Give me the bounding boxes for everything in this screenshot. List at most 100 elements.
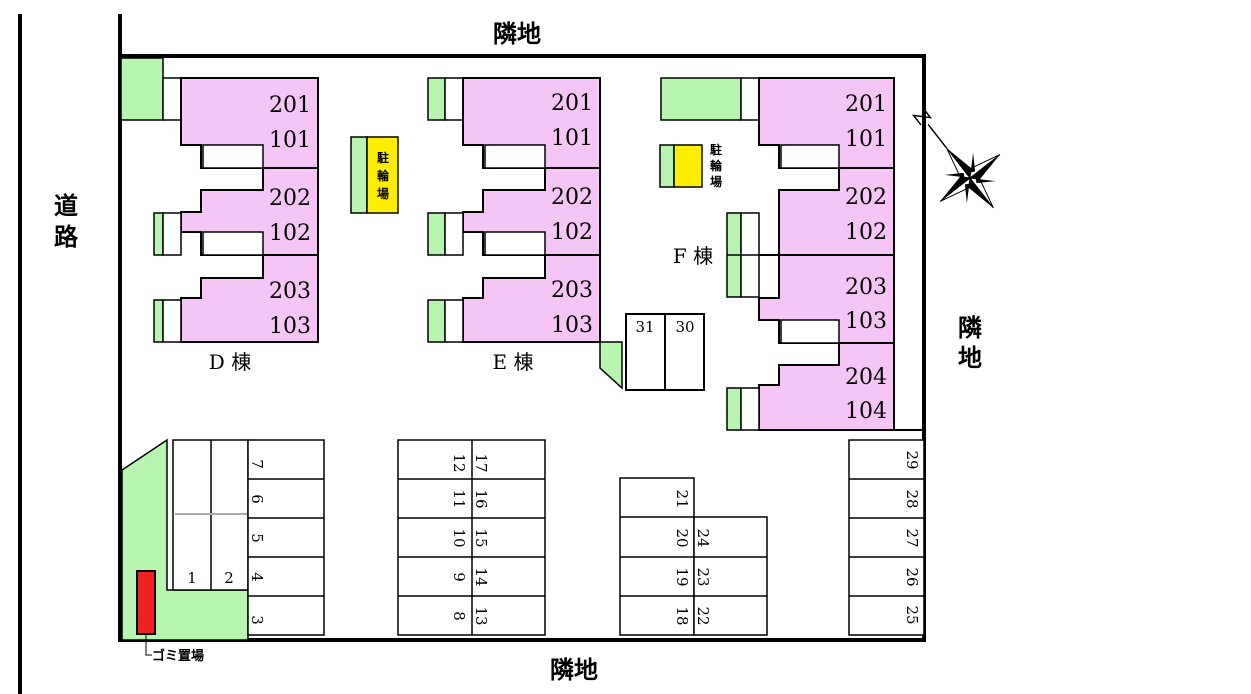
unit-label: 101 <box>551 126 593 151</box>
parking-number: 27 <box>903 528 921 547</box>
parking-number: 22 <box>694 606 712 625</box>
road-label: 路 <box>54 222 79 251</box>
garbage-label: ゴミ置場 <box>152 648 204 664</box>
stair <box>484 144 546 169</box>
bicycle-label: 場 <box>710 174 722 189</box>
green-area <box>153 299 164 343</box>
lot-boundary <box>118 14 926 642</box>
entry-step <box>444 299 464 343</box>
unit-label: 101 <box>269 128 311 153</box>
stair <box>202 231 264 256</box>
bicycle-parking-2: 駐 輪 場 <box>659 142 723 189</box>
green-area <box>350 136 368 214</box>
green-area <box>120 57 164 121</box>
parking-number: 19 <box>673 567 691 586</box>
parking-number: 10 <box>450 528 468 547</box>
parking-number: 18 <box>673 606 691 625</box>
parking-number: 23 <box>694 567 712 586</box>
green-area <box>427 212 446 256</box>
unit-label: 202 <box>269 186 311 211</box>
building-e: 201 101 202 102 203 103 E 棟 <box>427 77 623 390</box>
stair <box>484 231 546 256</box>
parking-center: 18 19 20 21 22 23 24 <box>619 477 768 636</box>
green-area <box>726 387 742 431</box>
parking-number: 13 <box>472 606 490 625</box>
bicycle-area <box>366 136 399 214</box>
parking-number: 14 <box>472 567 490 586</box>
bicycle-parking-1: 駐 輪 場 <box>350 136 399 214</box>
entry-step <box>444 77 464 121</box>
parking-block <box>848 439 925 636</box>
compass-icon <box>911 107 1001 209</box>
parking-number: 2 <box>224 569 234 587</box>
entry-step <box>162 77 182 121</box>
unit-label: 203 <box>845 275 887 300</box>
entry-step <box>740 387 760 431</box>
neighbor-bottom-label: 隣地 <box>550 655 598 684</box>
parking-number: 3 <box>248 615 266 625</box>
parking-number: 7 <box>248 459 266 469</box>
parking-number: 21 <box>673 489 691 508</box>
entry-step <box>444 212 464 256</box>
garbage-pointer <box>145 634 152 656</box>
parking-number: 6 <box>248 494 266 504</box>
green-area <box>153 212 164 256</box>
bicycle-area <box>673 144 703 188</box>
parking-block <box>693 516 768 636</box>
bicycle-label: 駐 <box>710 142 722 157</box>
parking-number: 26 <box>903 567 921 586</box>
parking-number: 12 <box>450 453 468 472</box>
unit-label: 203 <box>551 278 593 303</box>
unit-label: 104 <box>845 399 887 424</box>
unit-label: 102 <box>845 220 887 245</box>
parking-block <box>247 439 325 636</box>
building-label: D 棟 <box>209 350 251 374</box>
parking-number: 16 <box>472 489 490 508</box>
entry-step <box>162 212 182 256</box>
unit-label: 202 <box>845 185 887 210</box>
building-d: 201 101 202 102 203 103 D 棟 <box>120 57 319 374</box>
parking-number: 17 <box>472 453 490 472</box>
parking-number: 29 <box>903 450 921 469</box>
unit-label: 102 <box>269 221 311 246</box>
parking-number: 30 <box>675 318 694 336</box>
garbage-area <box>136 570 156 635</box>
unit-label: 204 <box>845 365 887 390</box>
parking-number: 8 <box>450 611 468 621</box>
parking-number: 11 <box>450 489 468 508</box>
green-area <box>659 144 675 188</box>
parking-number: 15 <box>472 528 490 547</box>
bicycle-label: 場 <box>377 186 389 201</box>
parking-number: 4 <box>248 572 266 582</box>
road-label: 道 <box>54 191 78 220</box>
bicycle-label: 輪 <box>377 168 390 183</box>
unit-label: 102 <box>551 220 593 245</box>
unit-label: 201 <box>269 93 311 118</box>
parking-top: 31 30 <box>625 313 705 391</box>
building-label: F 棟 <box>673 244 713 268</box>
parking-number: 9 <box>450 572 468 582</box>
entry-step <box>162 299 182 343</box>
neighbor-top-label: 隣地 <box>493 19 541 48</box>
entry-step <box>740 77 760 121</box>
parking-middle: 8 9 10 11 12 13 14 15 16 17 <box>397 439 546 636</box>
road-line <box>18 14 22 694</box>
neighbor-right-label: 隣 <box>958 313 982 342</box>
unit-label: 202 <box>551 185 593 210</box>
stair <box>202 144 264 169</box>
green-area <box>599 341 623 390</box>
bicycle-label: 駐 <box>377 150 389 165</box>
parking-number: 5 <box>248 533 266 543</box>
parking-number: 20 <box>673 528 691 547</box>
stair <box>780 319 840 344</box>
bicycle-label: 輪 <box>710 158 723 173</box>
building-f: 201 101 202 102 203 103 204 104 F 棟 <box>660 77 895 431</box>
parking-number: 31 <box>635 318 654 336</box>
unit-label: 103 <box>269 314 311 339</box>
parking-number: 25 <box>903 605 921 624</box>
parking-number: 1 <box>187 569 197 587</box>
parking-number: 24 <box>694 528 712 547</box>
unit-label: 103 <box>845 309 887 334</box>
parking-left: 1 2 3 4 5 6 7 ゴミ置場 <box>121 438 325 664</box>
